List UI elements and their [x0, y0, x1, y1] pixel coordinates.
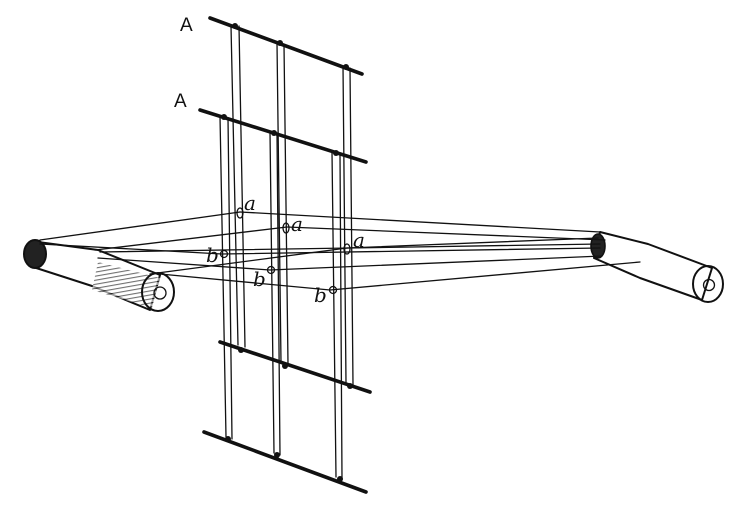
label-eye-b-3: b — [314, 283, 327, 307]
label-eye-a-3: a — [353, 228, 365, 252]
heddle-eye-a-2 — [282, 222, 290, 234]
right-roller — [590, 231, 724, 303]
heddle-eye-b-3 — [328, 285, 338, 295]
label-harness-back: A — [174, 91, 187, 112]
left-roller-axle — [153, 286, 167, 300]
left-roller — [23, 239, 175, 312]
harness-front — [208, 16, 372, 394]
labels: A A a a a b b b — [174, 15, 365, 307]
right-roller-axle — [702, 278, 716, 292]
label-eye-b-1: b — [206, 243, 219, 267]
label-eye-b-2: b — [253, 267, 266, 291]
heddle-eye-a-3 — [343, 243, 351, 255]
heddle-eye-b-1 — [219, 249, 229, 259]
harness-back — [198, 108, 368, 494]
right-roller-end — [692, 265, 724, 303]
heddle-eye-b-2 — [266, 265, 276, 275]
label-eye-a-1: a — [244, 191, 256, 215]
label-harness-front: A — [180, 15, 193, 36]
label-eye-a-2: a — [291, 212, 303, 236]
harness-back-bottom-bar — [202, 430, 368, 494]
heddle-eye-a-1 — [236, 207, 244, 219]
harness-front-bottom-bar — [218, 340, 372, 394]
